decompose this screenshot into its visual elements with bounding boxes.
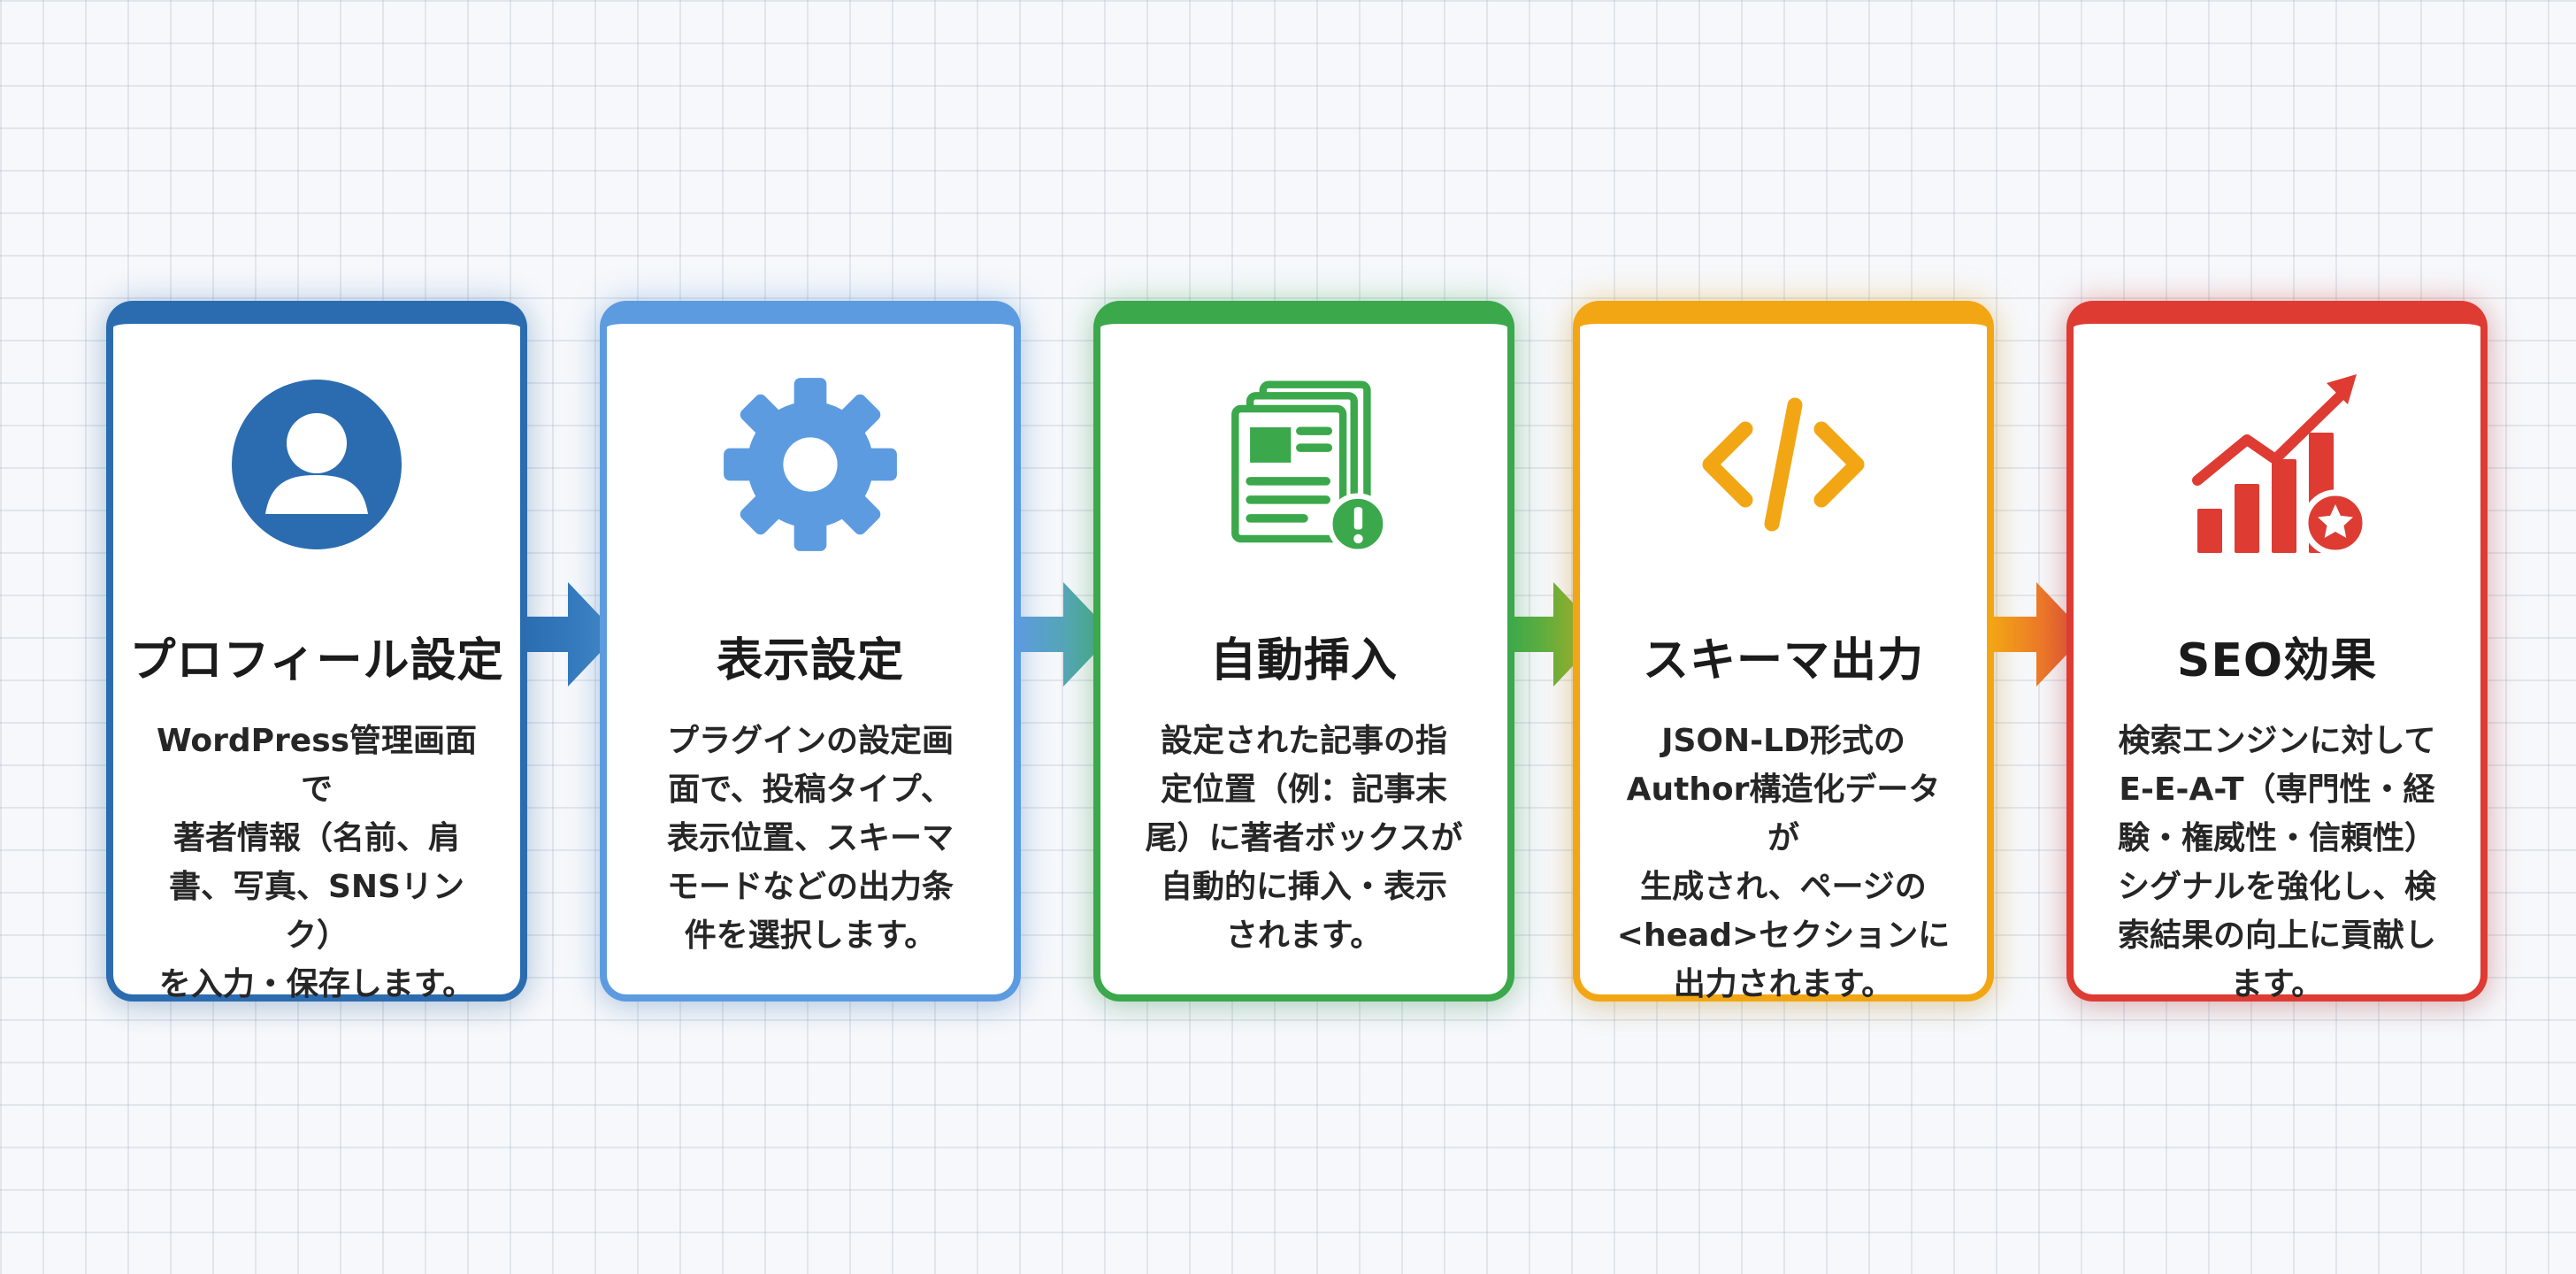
documents-alert-icon	[1100, 363, 1507, 566]
step-card-display-settings: 表示設定 プラグインの設定画 面で、投稿タイプ、 表示位置、スキーマ モードなど…	[600, 301, 1021, 1002]
step-card-seo-effect: SEO効果 検索エンジンに対して E-E-A-T（専門性・経 験・権威性・信頼性…	[2066, 301, 2488, 1002]
step-description: WordPress管理画面で 著者情報（名前、肩 書、写真、SNSリンク） を入…	[156, 723, 478, 1002]
arrow-right-icon	[1507, 582, 1603, 687]
step-description: プラグインの設定画 面で、投稿タイプ、 表示位置、スキーマ モードなどの出力条 …	[666, 723, 954, 954]
step-description: JSON-LD形式の Author構造化データが 生成され、ページの <head…	[1616, 723, 1951, 1002]
step-card-schema-output: スキーマ出力 JSON-LD形式の Author構造化データが 生成され、ページ…	[1573, 301, 1994, 1002]
step-description: 検索エンジンに対して E-E-A-T（専門性・経 験・権威性・信頼性） シグナル…	[2117, 723, 2436, 1002]
step-title: 自動挿入	[1209, 634, 1398, 687]
step-card-auto-insert: 自動挿入 設定された記事の指 定位置（例：記事末 尾）に著者ボックスが 自動的に…	[1093, 301, 1514, 1002]
arrow-right-icon	[1017, 582, 1113, 687]
step-title: SEO効果	[2176, 634, 2378, 687]
step-card-profile-settings: プロフィール設定 WordPress管理画面で 著者情報（名前、肩 書、写真、S…	[106, 301, 527, 1002]
user-profile-icon	[113, 363, 520, 566]
code-icon	[1580, 363, 1987, 566]
step-title: プロフィール設定	[129, 634, 504, 687]
gear-icon	[607, 363, 1014, 566]
step-title: スキーマ出力	[1642, 634, 1924, 687]
growth-chart-star-icon	[2074, 363, 2480, 566]
step-description: 設定された記事の指 定位置（例：記事末 尾）に著者ボックスが 自動的に挿入・表示…	[1145, 723, 1463, 954]
arrow-right-icon	[1990, 582, 2086, 687]
arrow-right-icon	[522, 582, 617, 687]
step-title: 表示設定	[716, 634, 904, 687]
